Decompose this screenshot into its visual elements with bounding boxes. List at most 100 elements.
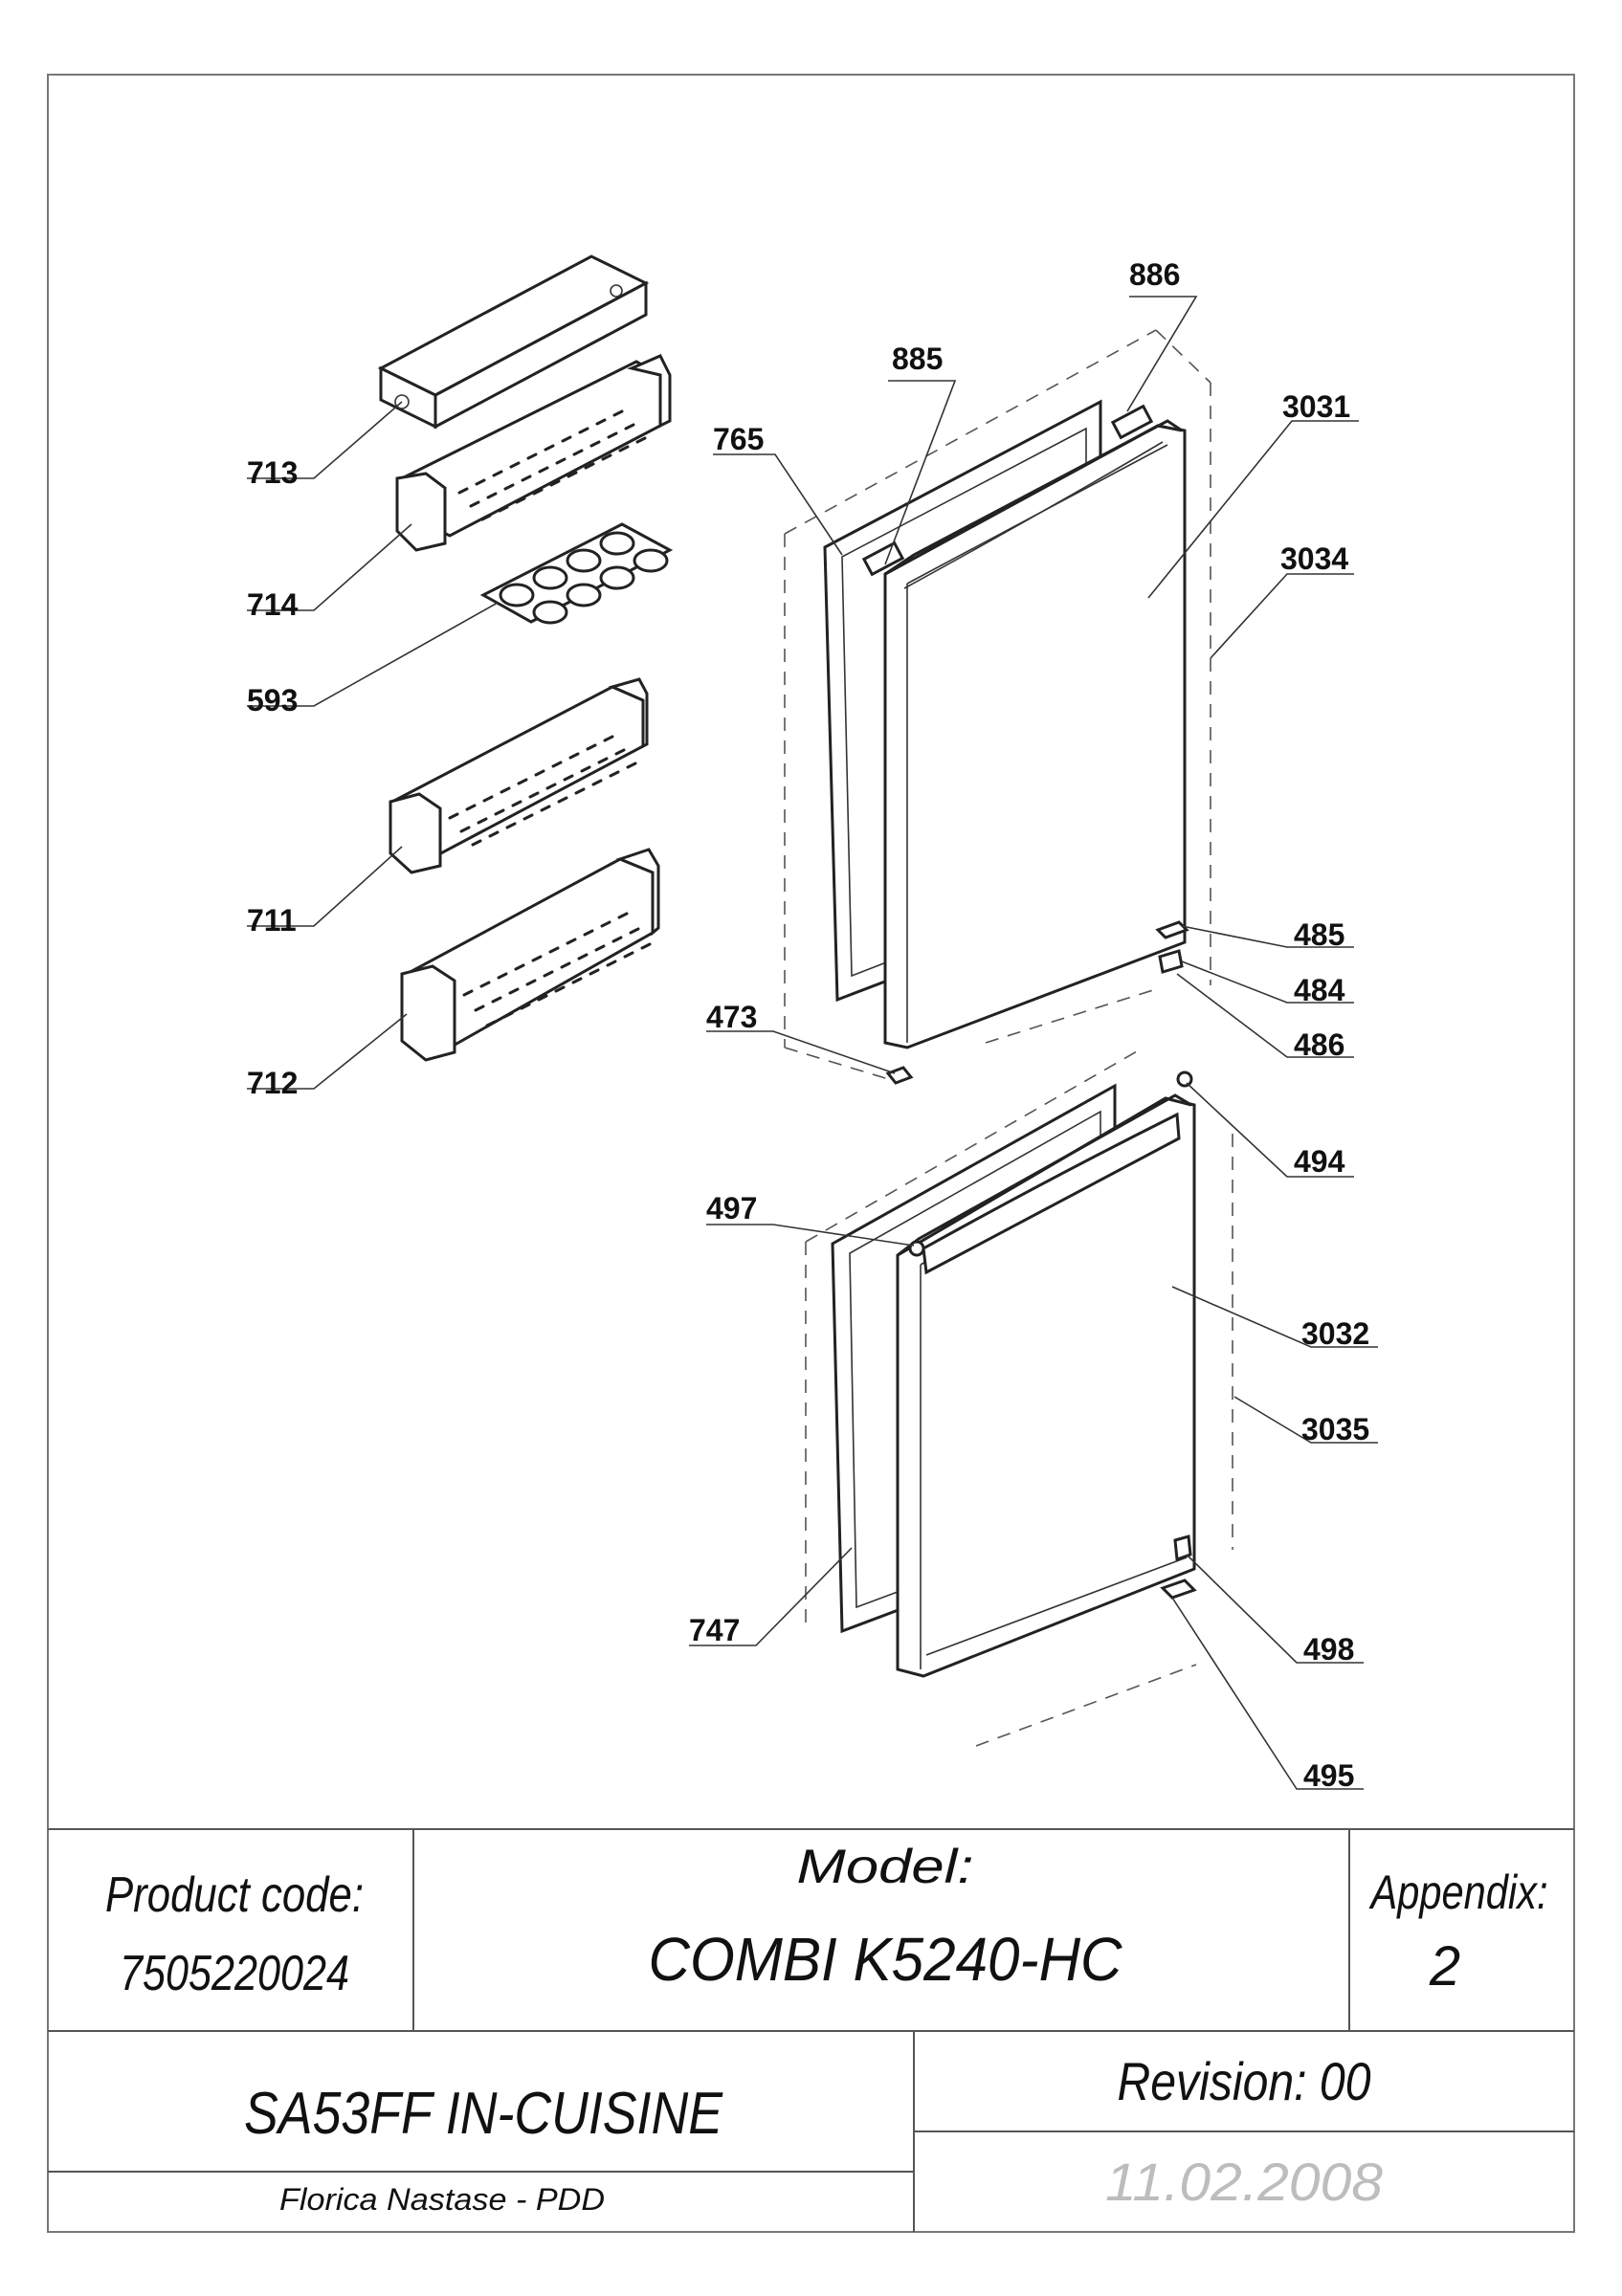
shelf-slot bbox=[485, 1020, 497, 1027]
callout-3032: 3032 bbox=[1301, 1316, 1369, 1351]
shelf-slot bbox=[607, 431, 618, 439]
shelf-slot bbox=[486, 492, 498, 499]
shelf-slot bbox=[574, 787, 586, 795]
shelf-slot bbox=[492, 470, 503, 477]
date: 11.02.2008 bbox=[1105, 2152, 1383, 2212]
shelf-slot bbox=[515, 497, 526, 504]
callout-3031: 3031 bbox=[1282, 389, 1350, 424]
shelf-slot bbox=[488, 830, 500, 838]
shelf-slot bbox=[526, 453, 538, 460]
shelf-slot bbox=[571, 977, 583, 984]
part-593-egg-tray bbox=[479, 522, 674, 625]
part-485-hinge-pad bbox=[1155, 920, 1189, 939]
shelf-slot bbox=[459, 826, 471, 833]
part-711-middle-shelf bbox=[389, 677, 649, 874]
shelf-slot bbox=[511, 800, 522, 807]
shelf-slot bbox=[589, 968, 600, 976]
shelf-slot bbox=[563, 774, 574, 782]
model-label: Model: bbox=[797, 1840, 974, 1893]
shelf-slot bbox=[601, 453, 612, 461]
egg-cup bbox=[599, 531, 635, 556]
shelf-slot bbox=[448, 812, 459, 820]
shelf-slot bbox=[635, 436, 647, 444]
shelf-slot bbox=[525, 979, 537, 986]
shelf-slot bbox=[609, 770, 620, 778]
shelf-slot bbox=[494, 808, 505, 816]
product-code-value: 7505220024 bbox=[120, 1946, 349, 2001]
shelf-slot bbox=[640, 942, 652, 950]
shelf-slot bbox=[469, 500, 480, 508]
callout-494: 494 bbox=[1294, 1144, 1345, 1179]
shelf-slot bbox=[612, 409, 624, 417]
shelf-slot bbox=[514, 963, 525, 971]
shelf-slot bbox=[517, 778, 528, 785]
callout-886: 886 bbox=[1129, 257, 1180, 292]
shelf-slot bbox=[479, 981, 491, 988]
shelf-slot bbox=[500, 786, 511, 794]
shelf-slot bbox=[509, 461, 521, 469]
shelf-slot bbox=[502, 1011, 514, 1019]
part-886-bracket bbox=[1110, 404, 1154, 440]
drawing-frame bbox=[47, 74, 1575, 2233]
shelf-slot bbox=[457, 487, 469, 495]
shelf-slot bbox=[545, 783, 557, 790]
shelf-slot bbox=[578, 427, 589, 434]
shelf-slot bbox=[560, 961, 571, 969]
shelf-slot bbox=[534, 769, 545, 777]
shelf-slot bbox=[531, 955, 543, 962]
shelf-slot bbox=[568, 752, 580, 760]
shelf-slot bbox=[557, 796, 568, 804]
shelf-slot bbox=[591, 779, 603, 786]
callout-485: 485 bbox=[1294, 917, 1344, 952]
shelf-slot bbox=[626, 762, 637, 769]
shelf-slot bbox=[577, 953, 589, 960]
shelf-slot bbox=[614, 748, 626, 756]
callout-473: 473 bbox=[706, 1000, 757, 1034]
title-block: Product code: 7505220024 Model: COMBI K5… bbox=[48, 1828, 1574, 2232]
callout-495: 495 bbox=[1303, 1758, 1354, 1793]
part-714-top-shelf bbox=[395, 354, 672, 552]
shelf-slot bbox=[554, 985, 566, 993]
part-713-shelf-cover bbox=[377, 254, 650, 430]
shelf-slot bbox=[584, 462, 595, 470]
shelf-slot bbox=[474, 1004, 485, 1012]
shelf-slot bbox=[600, 920, 611, 928]
revision: Revision: 00 bbox=[1118, 2051, 1371, 2111]
shelf-slot bbox=[548, 946, 560, 954]
shelf-slot bbox=[623, 951, 634, 959]
shelf-slot bbox=[521, 475, 532, 482]
callout-885: 885 bbox=[892, 342, 943, 376]
shelf-slot bbox=[603, 735, 614, 742]
shelf-slot bbox=[491, 996, 502, 1004]
egg-cup bbox=[499, 583, 535, 607]
shelf-slot bbox=[617, 912, 629, 919]
shelf-slot bbox=[624, 423, 635, 430]
shelf-slot bbox=[566, 938, 577, 945]
callout-714: 714 bbox=[247, 587, 299, 622]
shelf-slot bbox=[618, 445, 630, 453]
egg-cup bbox=[566, 548, 602, 573]
shelf-slot bbox=[482, 795, 494, 803]
shelf-slot bbox=[520, 1003, 531, 1010]
shelf-slot bbox=[532, 488, 544, 496]
shelf-slot bbox=[477, 817, 488, 825]
part-495-bottom-hinge bbox=[1160, 1578, 1197, 1600]
callout-484: 484 bbox=[1294, 973, 1345, 1007]
shelf-slot bbox=[567, 471, 578, 478]
egg-cup bbox=[532, 600, 568, 625]
shelf-slot bbox=[497, 972, 508, 980]
shelf-slot bbox=[537, 994, 548, 1002]
shelf-slot bbox=[583, 929, 594, 937]
part-497-pin bbox=[908, 1240, 925, 1257]
shelf-slot bbox=[611, 936, 623, 943]
callout-747: 747 bbox=[689, 1613, 740, 1647]
shelf-slot bbox=[580, 765, 591, 773]
shelf-slot bbox=[551, 761, 563, 768]
shelf-slot bbox=[465, 804, 477, 811]
shelf-slot bbox=[462, 989, 474, 997]
shelf-slot bbox=[594, 944, 606, 952]
egg-cup bbox=[633, 548, 669, 573]
egg-cup bbox=[566, 583, 602, 607]
product-code-label: Product code: bbox=[105, 1867, 364, 1923]
